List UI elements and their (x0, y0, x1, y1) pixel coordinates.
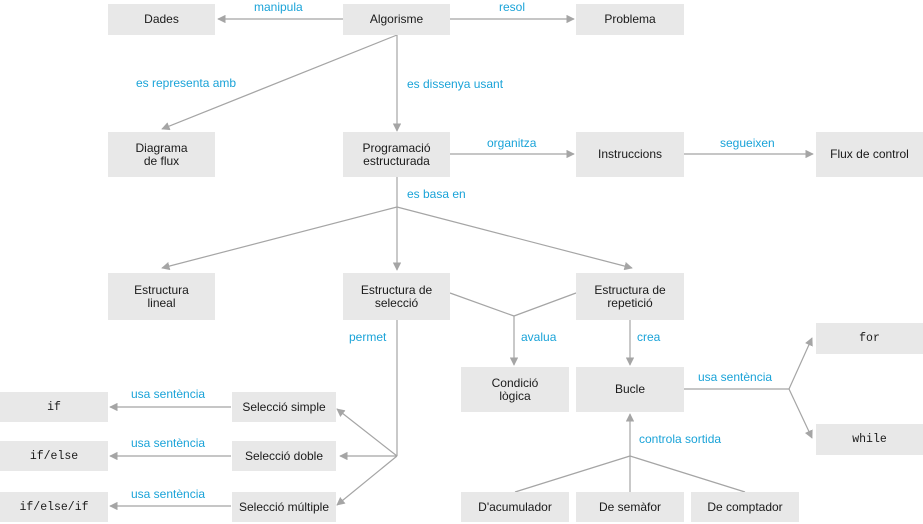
edge-to-for (788, 337, 813, 390)
node-comptador: De comptador (691, 492, 799, 522)
label-es-representa-amb: es representa amb (136, 76, 237, 90)
edge-to-seleccio-multiple (336, 455, 398, 506)
label-resol: resol (499, 0, 526, 14)
label-crea: crea (637, 330, 661, 344)
node-seleccio-doble: Selecció doble (232, 441, 336, 471)
node-code-for: for (816, 323, 923, 354)
edge-to-estructura-repeticio (396, 206, 633, 271)
node-programacio-estructurada: Programació estructurada (343, 132, 450, 177)
label-es-basa-en: es basa en (407, 187, 466, 201)
node-bucle: Bucle (576, 367, 684, 412)
node-instruccions: Instruccions (576, 132, 684, 177)
node-estructura-repeticio: Estructura de repetició (576, 273, 684, 320)
node-seleccio-multiple: Selecció múltiple (232, 492, 336, 522)
node-estructura-lineal: Estructura lineal (108, 273, 215, 320)
node-algorisme: Algorisme (343, 4, 450, 35)
edge-from-acumulador (514, 455, 631, 493)
label-es-dissenya-usant: es dissenya usant (407, 77, 504, 91)
node-condicio-logica: Condició lògica (461, 367, 569, 412)
label-usa-sentencia-doble: usa sentència (131, 436, 206, 450)
node-acumulador: D'acumulador (461, 492, 569, 522)
node-code-if-else: if/else (0, 441, 108, 471)
label-controla-sortida: controla sortida (639, 432, 722, 446)
node-diagrama-flux: Diagrama de flux (108, 132, 215, 177)
node-seleccio-simple: Selecció simple (232, 392, 336, 422)
node-semafor: De semàfor (576, 492, 684, 522)
edge-to-seleccio-simple (336, 408, 398, 457)
edge-repeticio-to-avalua (513, 292, 577, 317)
label-permet: permet (349, 330, 387, 344)
edge-from-comptador (629, 455, 746, 493)
label-usa-sentencia-bucle: usa sentència (698, 370, 773, 384)
label-usa-sentencia-simple: usa sentència (131, 387, 206, 401)
node-estructura-seleccio: Estructura de selecció (343, 273, 450, 320)
node-dades: Dades (108, 4, 215, 35)
label-segueixen: segueixen (720, 136, 775, 150)
edge-es-representa-amb (161, 34, 398, 131)
label-organitza: organitza (487, 136, 537, 150)
edge-to-estructura-lineal (161, 206, 398, 271)
label-usa-sentencia-multiple: usa sentència (131, 487, 206, 501)
node-flux-control: Flux de control (816, 132, 923, 177)
node-problema: Problema (576, 4, 684, 35)
label-manipula: manipula (254, 0, 303, 14)
edge-to-while (788, 388, 813, 439)
edge-seleccio-to-avalua (449, 292, 515, 317)
label-avalua: avalua (521, 330, 557, 344)
node-code-while: while (816, 424, 923, 455)
node-code-if-else-if: if/else/if (0, 492, 108, 522)
node-code-if: if (0, 392, 108, 422)
